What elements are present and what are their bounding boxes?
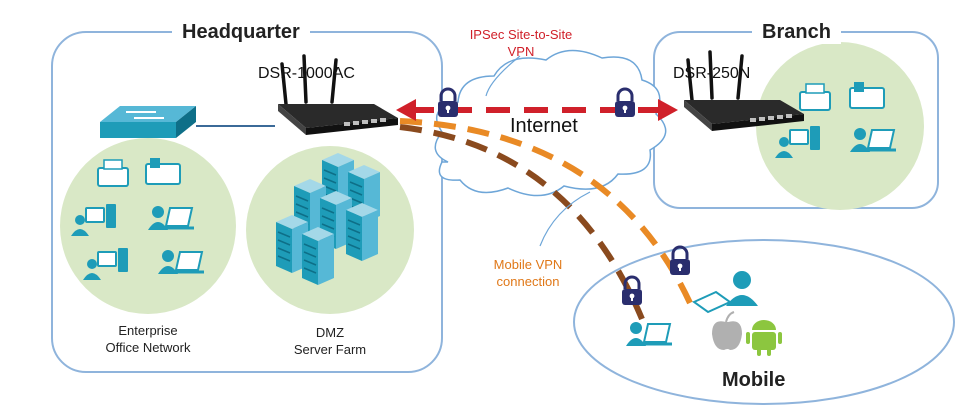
branch-title: Branch [752,20,841,44]
fax-icon [849,82,885,109]
office-network-line1: Enterprise [118,323,178,338]
mobile-vpn-label-line1: Mobile VPN [493,257,563,272]
mobile-vpn-label: Mobile VPN connection [478,256,578,290]
mobile-vpn-brown [399,124,645,321]
ipsec-pointer [485,55,521,97]
printer-icon [97,159,129,187]
headquarter-title: Headquarter [172,20,310,44]
tablet-icon [692,290,732,314]
branch-cluster [756,42,924,210]
ipsec-label-line1: IPSec Site-to-Site [469,27,573,42]
dmz-line1: DMZ [315,325,345,340]
person-icon [726,271,758,306]
ipsec-arrow-right [658,99,678,121]
ipsec-label: IPSec Site-to-Site VPN [456,26,586,60]
office-network-line2: Office Network [105,340,191,355]
branch-router-label: DSR-250N [673,65,751,82]
lock-icon [436,87,460,119]
mobile-panel [573,239,955,405]
switch-icon [100,106,196,138]
android-icon [746,320,782,356]
mobile-vpn-label-line2: connection [496,274,560,289]
dmz-label: DMZ Server Farm [270,324,390,358]
ipsec-arrow-left [396,99,416,121]
apple-icon [712,311,742,350]
mobile-title: Mobile [722,369,786,391]
dmz-line2: Server Farm [293,342,367,357]
laptop-user-icon [624,320,674,348]
internet-label: Internet [510,115,578,137]
lock-icon [620,275,644,307]
lock-icon [668,245,692,277]
cloud-icon [434,49,667,197]
mobile-vpn-orange [399,118,693,305]
hq-router-label: DSR-1000AC [258,65,355,82]
printer-icon [799,83,831,111]
fax-icon [145,158,181,185]
ipsec-label-line2: VPN [507,44,535,59]
office-network-label: Enterprise Office Network [78,322,218,356]
mobile-vpn-pointer [539,191,591,247]
